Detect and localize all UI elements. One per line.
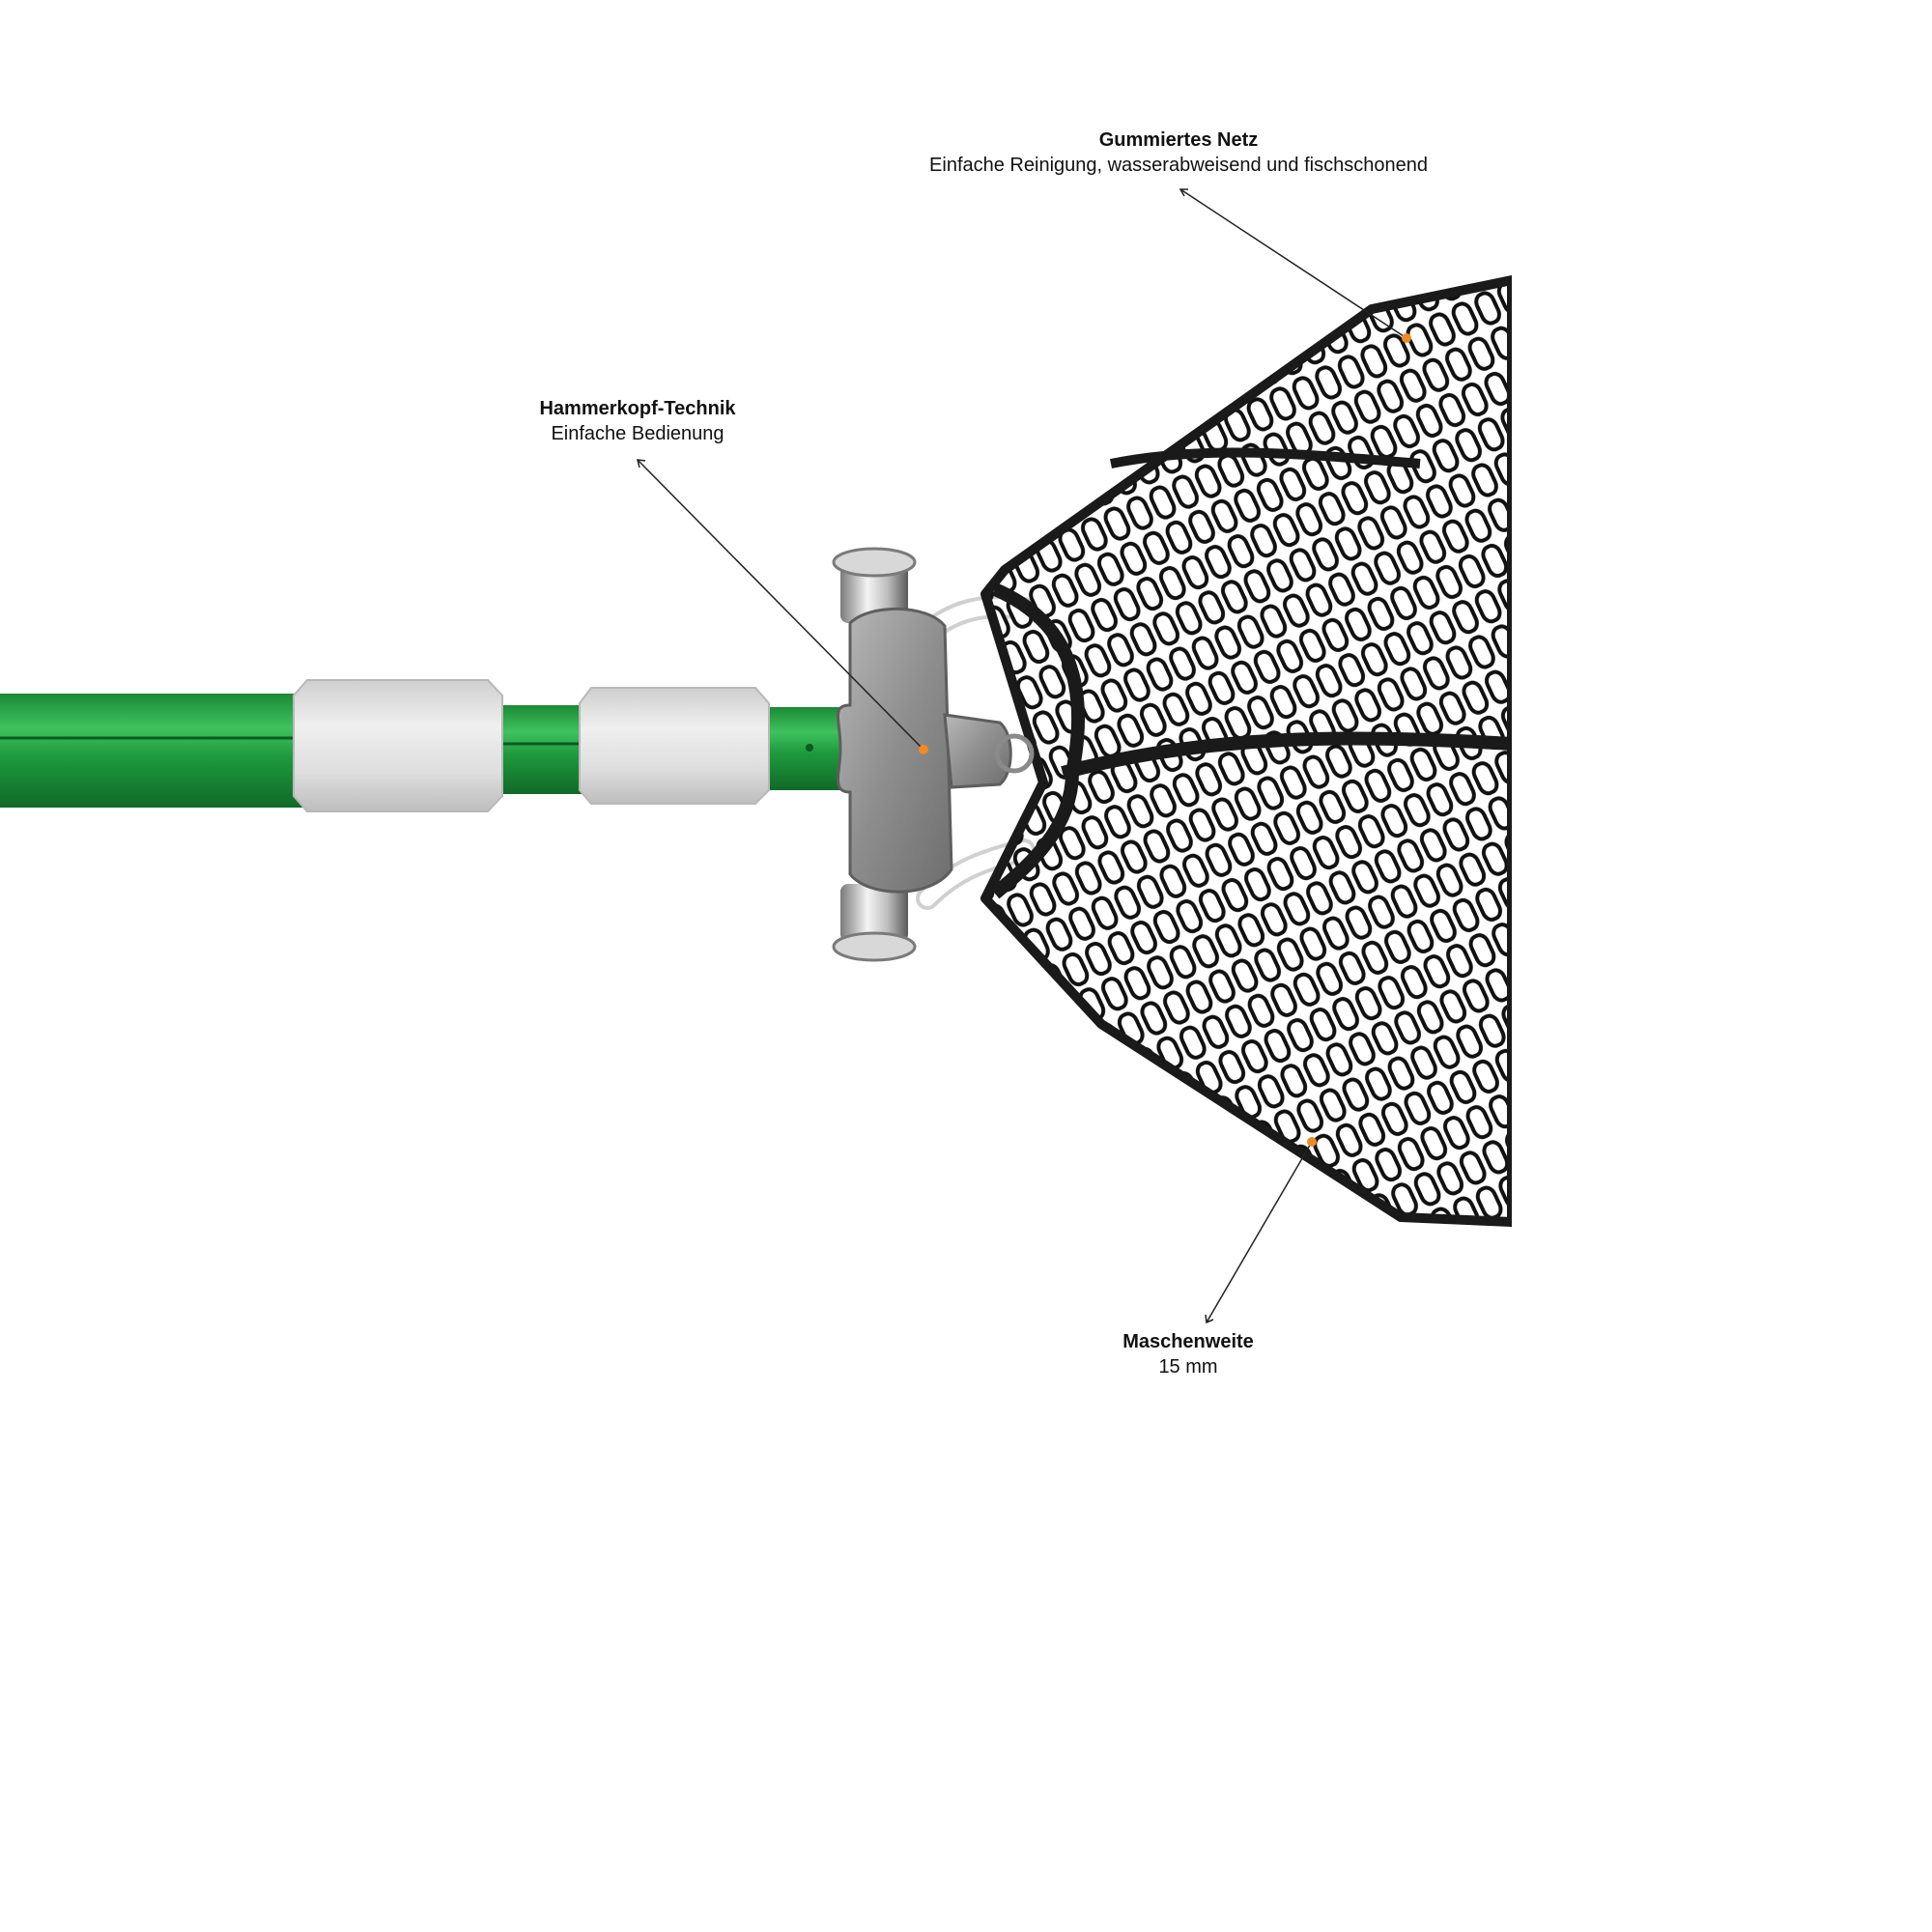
callout-mesh-size: Maschenweite 15 mm	[1063, 1329, 1314, 1379]
marker-hammer	[919, 745, 928, 754]
callout-markers	[919, 333, 1411, 1147]
callout-mesh-size-desc: 15 mm	[1158, 1356, 1218, 1378]
marker-netz	[1402, 333, 1411, 343]
callout-hammer-head-title: Hammerkopf-Technik	[539, 398, 736, 419]
callout-hammer-head: Hammerkopf-Technik Einfache Bedienung	[464, 396, 811, 446]
callout-rubber-net-title: Gummiertes Netz	[1098, 129, 1259, 151]
marker-masche	[1307, 1137, 1317, 1147]
pole-collars	[293, 679, 770, 812]
callout-pointers	[637, 188, 1407, 1324]
callout-hammer-head-desc: Einfache Bedienung	[551, 423, 724, 444]
hammer-head-joint	[832, 547, 1035, 962]
product-canvas: Gummiertes Netz Einfache Reinigung, wass…	[0, 128, 1512, 1379]
landing-net-photo	[0, 188, 1512, 1324]
telescopic-pole	[0, 694, 860, 808]
callout-mesh-size-title: Maschenweite	[1122, 1331, 1254, 1352]
callout-rubber-net-desc: Einfache Reinigung, wasserabweisend und …	[929, 155, 1428, 176]
callout-rubber-net: Gummiertes Netz Einfache Reinigung, wass…	[869, 128, 1488, 178]
rubber-coated-net	[980, 275, 1512, 1227]
